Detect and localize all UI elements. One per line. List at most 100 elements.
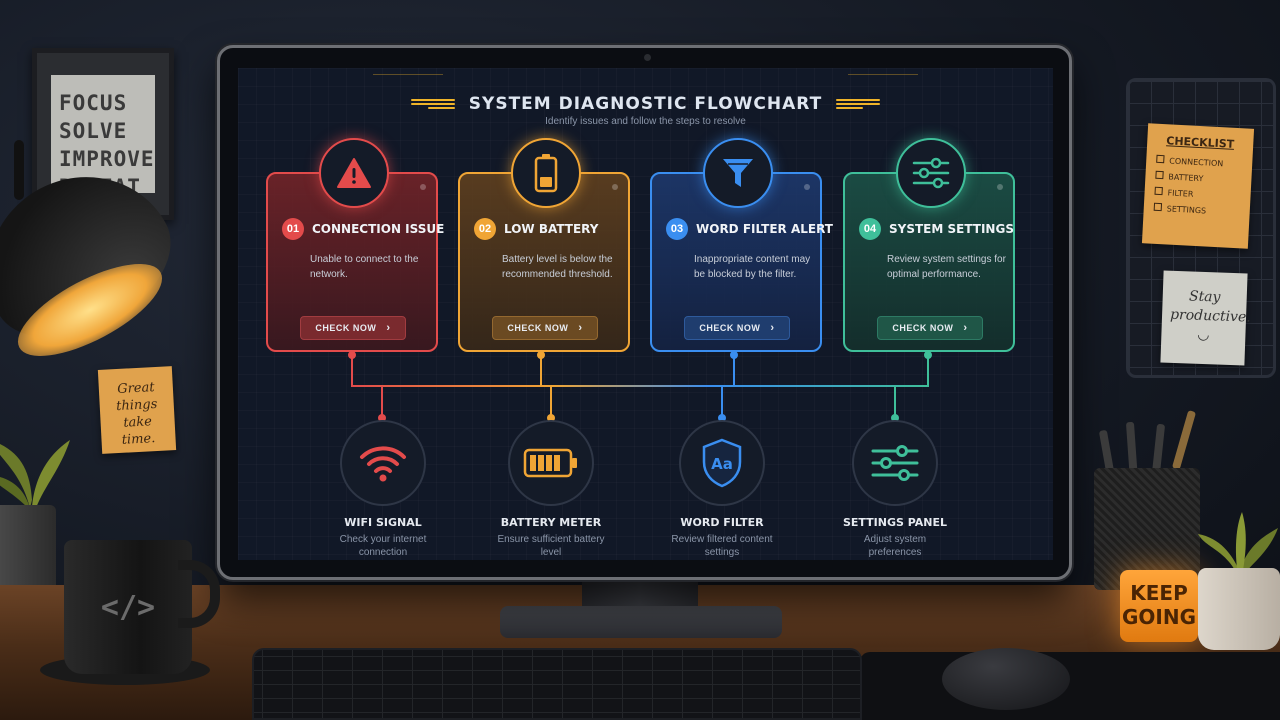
plant-pot-right <box>1198 568 1280 650</box>
monitor: SYSTEM DIAGNOSTIC FLOWCHART Identify iss… <box>217 45 1072 580</box>
tool-title: WIFI SIGNAL <box>344 516 422 529</box>
chevron-right-icon: › <box>578 322 583 334</box>
title-rule-left <box>373 74 443 75</box>
sticky-note-line: things take <box>115 396 158 431</box>
tool-description: Ensure sufficient battery level <box>497 534 605 558</box>
pencil <box>1171 410 1197 470</box>
tool-icon-circle <box>508 420 594 506</box>
check-now-button[interactable]: CHECK NOW › <box>300 316 406 340</box>
card-description: Review system settings for optimal perfo… <box>887 254 1006 280</box>
monitor-screen: SYSTEM DIAGNOSTIC FLOWCHART Identify iss… <box>238 68 1053 560</box>
page-title: SYSTEM DIAGNOSTIC FLOWCHART <box>468 94 823 114</box>
card-description: Inappropriate content may be blocked by … <box>694 254 811 280</box>
connector-node <box>924 351 932 359</box>
connector-bus <box>351 354 929 387</box>
card-connection-issue[interactable]: 01 CONNECTION ISSUE Unable to connect to… <box>266 138 444 352</box>
sliders-icon <box>912 157 950 189</box>
card-icon-badge <box>319 138 389 208</box>
card-header: 04 SYSTEM SETTINGS <box>859 218 1014 240</box>
chevron-right-icon: › <box>386 322 391 334</box>
sticky-note-great: Great things take time. <box>97 366 177 454</box>
check-now-label: CHECK NOW <box>892 323 954 333</box>
card-header: 01 CONNECTION ISSUE <box>282 218 444 240</box>
tool-settings-panel[interactable]: SETTINGS PANEL Adjust system preferences <box>840 420 950 559</box>
tool-icon-circle <box>340 420 426 506</box>
page-subtitle: Identify issues and follow the steps to … <box>545 116 746 127</box>
poster-line: SOLVE <box>59 119 128 143</box>
card-system-settings[interactable]: 04 SYSTEM SETTINGS Review system setting… <box>843 138 1015 352</box>
card-description: Battery level is below the recommended t… <box>502 254 613 280</box>
title-row: SYSTEM DIAGNOSTIC FLOWCHART <box>238 94 1053 114</box>
coffee-mug: </> <box>64 540 192 674</box>
connector-node <box>348 351 356 359</box>
tool-wifi-signal[interactable]: WIFI SIGNAL Check your internet connecti… <box>328 420 438 559</box>
card-word-filter-alert[interactable]: 03 WORD FILTER ALERT Inappropriate conte… <box>650 138 833 352</box>
sticky-note-checklist: CHECKLIST CONNECTION BATTERY FILTER SETT… <box>1141 123 1255 249</box>
card-title: LOW BATTERY <box>504 222 599 236</box>
mouse[interactable] <box>942 648 1070 710</box>
card-header: 02 LOW BATTERY <box>474 218 598 240</box>
plant-left <box>0 440 70 508</box>
checklist-title: CHECKLIST <box>1166 134 1235 151</box>
warning-icon <box>337 158 371 188</box>
card-icon-badge <box>703 138 773 208</box>
sliders-icon <box>871 445 919 481</box>
step-number-badge: 02 <box>474 218 496 240</box>
tool-icon-circle: Aa <box>679 420 765 506</box>
tool-word-filter[interactable]: Aa WORD FILTER Review filtered content s… <box>667 420 777 559</box>
title-decoration-right <box>836 99 881 109</box>
check-now-button[interactable]: CHECK NOW › <box>492 316 598 340</box>
step-number-badge: 01 <box>282 218 304 240</box>
monitor-stand-base <box>500 606 782 638</box>
card-icon-badge <box>896 138 966 208</box>
check-now-button[interactable]: CHECK NOW › <box>684 316 790 340</box>
mousepad <box>860 652 1280 720</box>
tool-battery-meter[interactable]: BATTERY METER Ensure sufficient battery … <box>496 420 606 559</box>
sign-line: GOING <box>1121 605 1196 629</box>
poster-line: IMPROVE <box>59 147 155 171</box>
step-number-badge: 04 <box>859 218 881 240</box>
step-number-badge: 03 <box>666 218 688 240</box>
tool-title: WORD FILTER <box>680 516 764 529</box>
checklist-item: SETTINGS <box>1153 201 1240 221</box>
check-now-label: CHECK NOW <box>699 323 761 333</box>
check-now-label: CHECK NOW <box>507 323 569 333</box>
tool-description: Adjust system preferences <box>863 534 927 558</box>
card-header: 03 WORD FILTER ALERT <box>666 218 833 240</box>
mug-handle <box>178 560 220 628</box>
sticky-note-line: productive. <box>1169 306 1251 326</box>
lamp-arm <box>14 140 24 200</box>
tool-description: Review filtered content settings <box>671 534 773 558</box>
shield-text-icon: Aa <box>702 438 742 488</box>
card-status-dot <box>612 184 618 190</box>
battery-icon <box>523 448 577 478</box>
card-status-dot <box>804 184 810 190</box>
funnel-icon <box>723 159 753 187</box>
smiley-icon: ◡ <box>1197 326 1210 344</box>
card-title: WORD FILTER ALERT <box>696 222 833 236</box>
card-title: SYSTEM SETTINGS <box>889 222 1014 236</box>
mug-code-icon: </> <box>100 589 156 625</box>
shield-label: Aa <box>711 455 733 473</box>
card-status-dot <box>420 184 426 190</box>
chevron-right-icon: › <box>770 322 775 334</box>
sticky-note-line: Stay <box>1188 288 1221 306</box>
poster-line: FOCUS <box>59 91 128 115</box>
tool-icon-circle <box>852 420 938 506</box>
connector-node <box>730 351 738 359</box>
sticky-note-stay: Stay productive. ◡ <box>1160 270 1251 366</box>
card-low-battery[interactable]: 02 LOW BATTERY Battery level is below th… <box>458 138 630 352</box>
check-now-button[interactable]: CHECK NOW › <box>877 316 983 340</box>
pencil-cup <box>1094 468 1200 590</box>
sign-line: KEEP <box>1130 581 1188 605</box>
tool-description: Check your internet connection <box>339 534 427 558</box>
chevron-right-icon: › <box>963 322 968 334</box>
tool-title: BATTERY METER <box>500 516 602 529</box>
sticky-note-line: time. <box>121 431 156 448</box>
battery-low-icon <box>534 154 558 193</box>
plant-right <box>1198 512 1278 576</box>
keep-going-sign: KEEP GOING <box>1120 570 1198 642</box>
card-title: CONNECTION ISSUE <box>312 222 445 236</box>
card-description: Unable to connect to the network. <box>310 254 419 280</box>
keyboard[interactable] <box>252 648 862 720</box>
